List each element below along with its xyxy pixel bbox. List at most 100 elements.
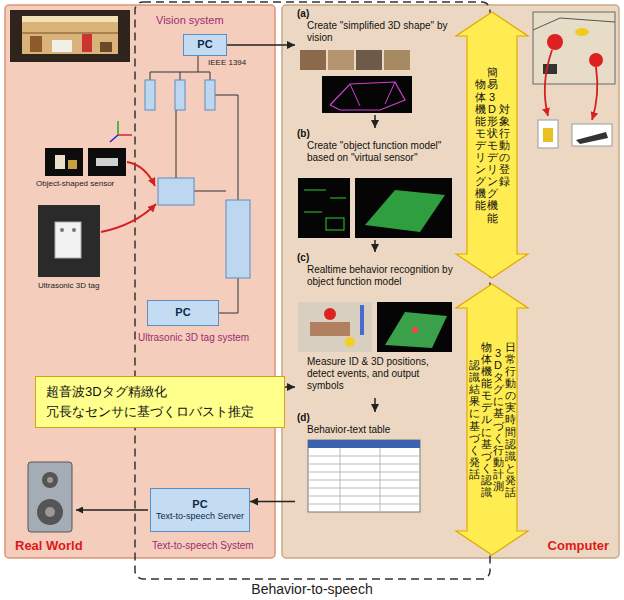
label-slot: Ultrasonic 3D tag (38, 281, 130, 290)
vision-wiring-part (194, 191, 226, 192)
table-screenshot-part-part (308, 488, 420, 489)
tag-hardware (158, 178, 250, 278)
double-arrow-outline (456, 284, 528, 555)
tag-photo-part (60, 228, 64, 232)
step-b-images-part (355, 178, 452, 238)
step-c-images (298, 302, 452, 352)
red-leader (545, 50, 598, 120)
vertical-text: 3Dタグに基づく行動計測 (493, 347, 504, 492)
table-screenshot-part-part (308, 472, 420, 473)
step-b-images-part (365, 190, 445, 232)
step-text: (b) (297, 128, 453, 140)
step-text: Realtime behavior recognition by object … (297, 264, 453, 288)
text-label: Ultrasonic 3D tag system (138, 332, 274, 344)
vertical-text: 認識結果に基づく発話 (469, 359, 480, 480)
region-panel: Computer (a)Create "simplified 3D shape" … (282, 5, 619, 558)
connector (374, 115, 376, 128)
table-screenshot-part (308, 440, 420, 448)
process-step: (b)Create "object function model" based … (295, 128, 455, 240)
connector (227, 44, 295, 46)
shelf-photo-part (22, 32, 118, 34)
double-arrow-outline (456, 12, 528, 278)
room-image-part (547, 34, 563, 50)
region-title: Computer (548, 538, 609, 554)
object-images (538, 120, 612, 148)
process-step: (a)Create "simplified 3D shape" by visio… (295, 8, 455, 115)
sensor-photo-part (88, 148, 126, 176)
vertical-text: 対象行動の登録 (499, 103, 510, 188)
camera-symbol-part (175, 80, 185, 110)
panel-ground (5, 5, 619, 558)
vertical-text: 物体機能モデリング機能 (475, 78, 486, 211)
camera-symbol-part (205, 80, 215, 110)
red-leader (101, 162, 156, 232)
label-slot: IEEE 1394 (208, 58, 268, 67)
panel-ground-part (282, 5, 619, 558)
step-b-images-part (326, 218, 344, 230)
sensor-photo-part (68, 160, 77, 169)
label-slot: Ultrasonic 3D tag system (138, 332, 274, 344)
vertical-text: 物体機能モデルに基づく認識 (481, 341, 492, 498)
shelf-photo-part (52, 40, 72, 52)
table-screenshot-part-part (308, 504, 420, 505)
object-images-part (572, 124, 612, 146)
step-text: (a) (297, 8, 453, 20)
step-text: Create "simplified 3D shape" by vision (297, 20, 453, 44)
double-arrow: 対象行動の登録簡易3D形状モデリング機能物体機能モデリング機能 (456, 12, 528, 278)
label-slot: Vision system (156, 14, 268, 27)
step-b-images-part (298, 178, 350, 238)
tag-photo-part (38, 205, 100, 277)
region-title: Real World (15, 538, 83, 554)
speaker-symbol (28, 462, 148, 532)
table-screenshot (308, 440, 420, 512)
vision-wiring-part (219, 278, 238, 313)
step-text: Create "object function model" based on … (297, 140, 453, 164)
speaker-symbol-part (47, 477, 53, 483)
speaker-symbol-part (45, 507, 55, 517)
vision-wiring-part (150, 72, 151, 80)
tag-photo-part (72, 228, 76, 232)
connector (374, 398, 376, 412)
red-leader-part (101, 204, 156, 232)
step-c-images-part (298, 302, 372, 352)
object-images-part (538, 120, 558, 148)
pc-box: PC (147, 300, 219, 326)
axes-symbol-part (110, 135, 118, 142)
speaker-symbol-part (28, 462, 72, 532)
shelf-photo-part (82, 34, 92, 52)
step-c-images-part (360, 305, 364, 335)
red-leader-part (545, 50, 552, 116)
shelf-photo-part (22, 16, 118, 54)
pc-box: PC (183, 34, 227, 56)
double-arrow: 日常行動の実時間認識と発話3Dタグに基づく行動計測物体機能モデルに基づく認識認識… (456, 284, 528, 555)
table-screenshot-part (308, 440, 420, 512)
speaker-symbol-part (42, 472, 58, 488)
step-b-images-part (330, 198, 346, 199)
text-label: IEEE 1394 (208, 58, 268, 67)
table-screenshot-part-part (308, 480, 420, 481)
text-label: Ultrasonic 3D tag (38, 281, 130, 290)
axes-symbol-part (117, 121, 119, 135)
step-text: (c) (297, 252, 453, 264)
text-label: Text-to-speech System (152, 540, 272, 552)
speaker-symbol-part (37, 499, 63, 525)
axes-symbol (110, 121, 132, 142)
step-a-images (300, 50, 412, 113)
vertical-text: 簡易3D形状モデリング機能 (487, 66, 498, 223)
shelf-photo (10, 10, 130, 62)
step-b-images-part (304, 190, 326, 191)
vision-wiring-part (214, 95, 238, 200)
boundary-dashed (135, 2, 490, 579)
step-a-images-part (356, 50, 382, 70)
double-arrow-shape (456, 284, 528, 555)
sensor-photo-part (45, 148, 83, 176)
step-c-images-part (385, 312, 447, 348)
connector (374, 240, 376, 252)
room-image-part (575, 28, 589, 36)
tag-hardware-part (226, 200, 250, 278)
sensor-photo-part (96, 158, 118, 166)
connector (250, 501, 295, 503)
table-screenshot-part (308, 448, 420, 512)
box-text: PC (175, 306, 190, 319)
